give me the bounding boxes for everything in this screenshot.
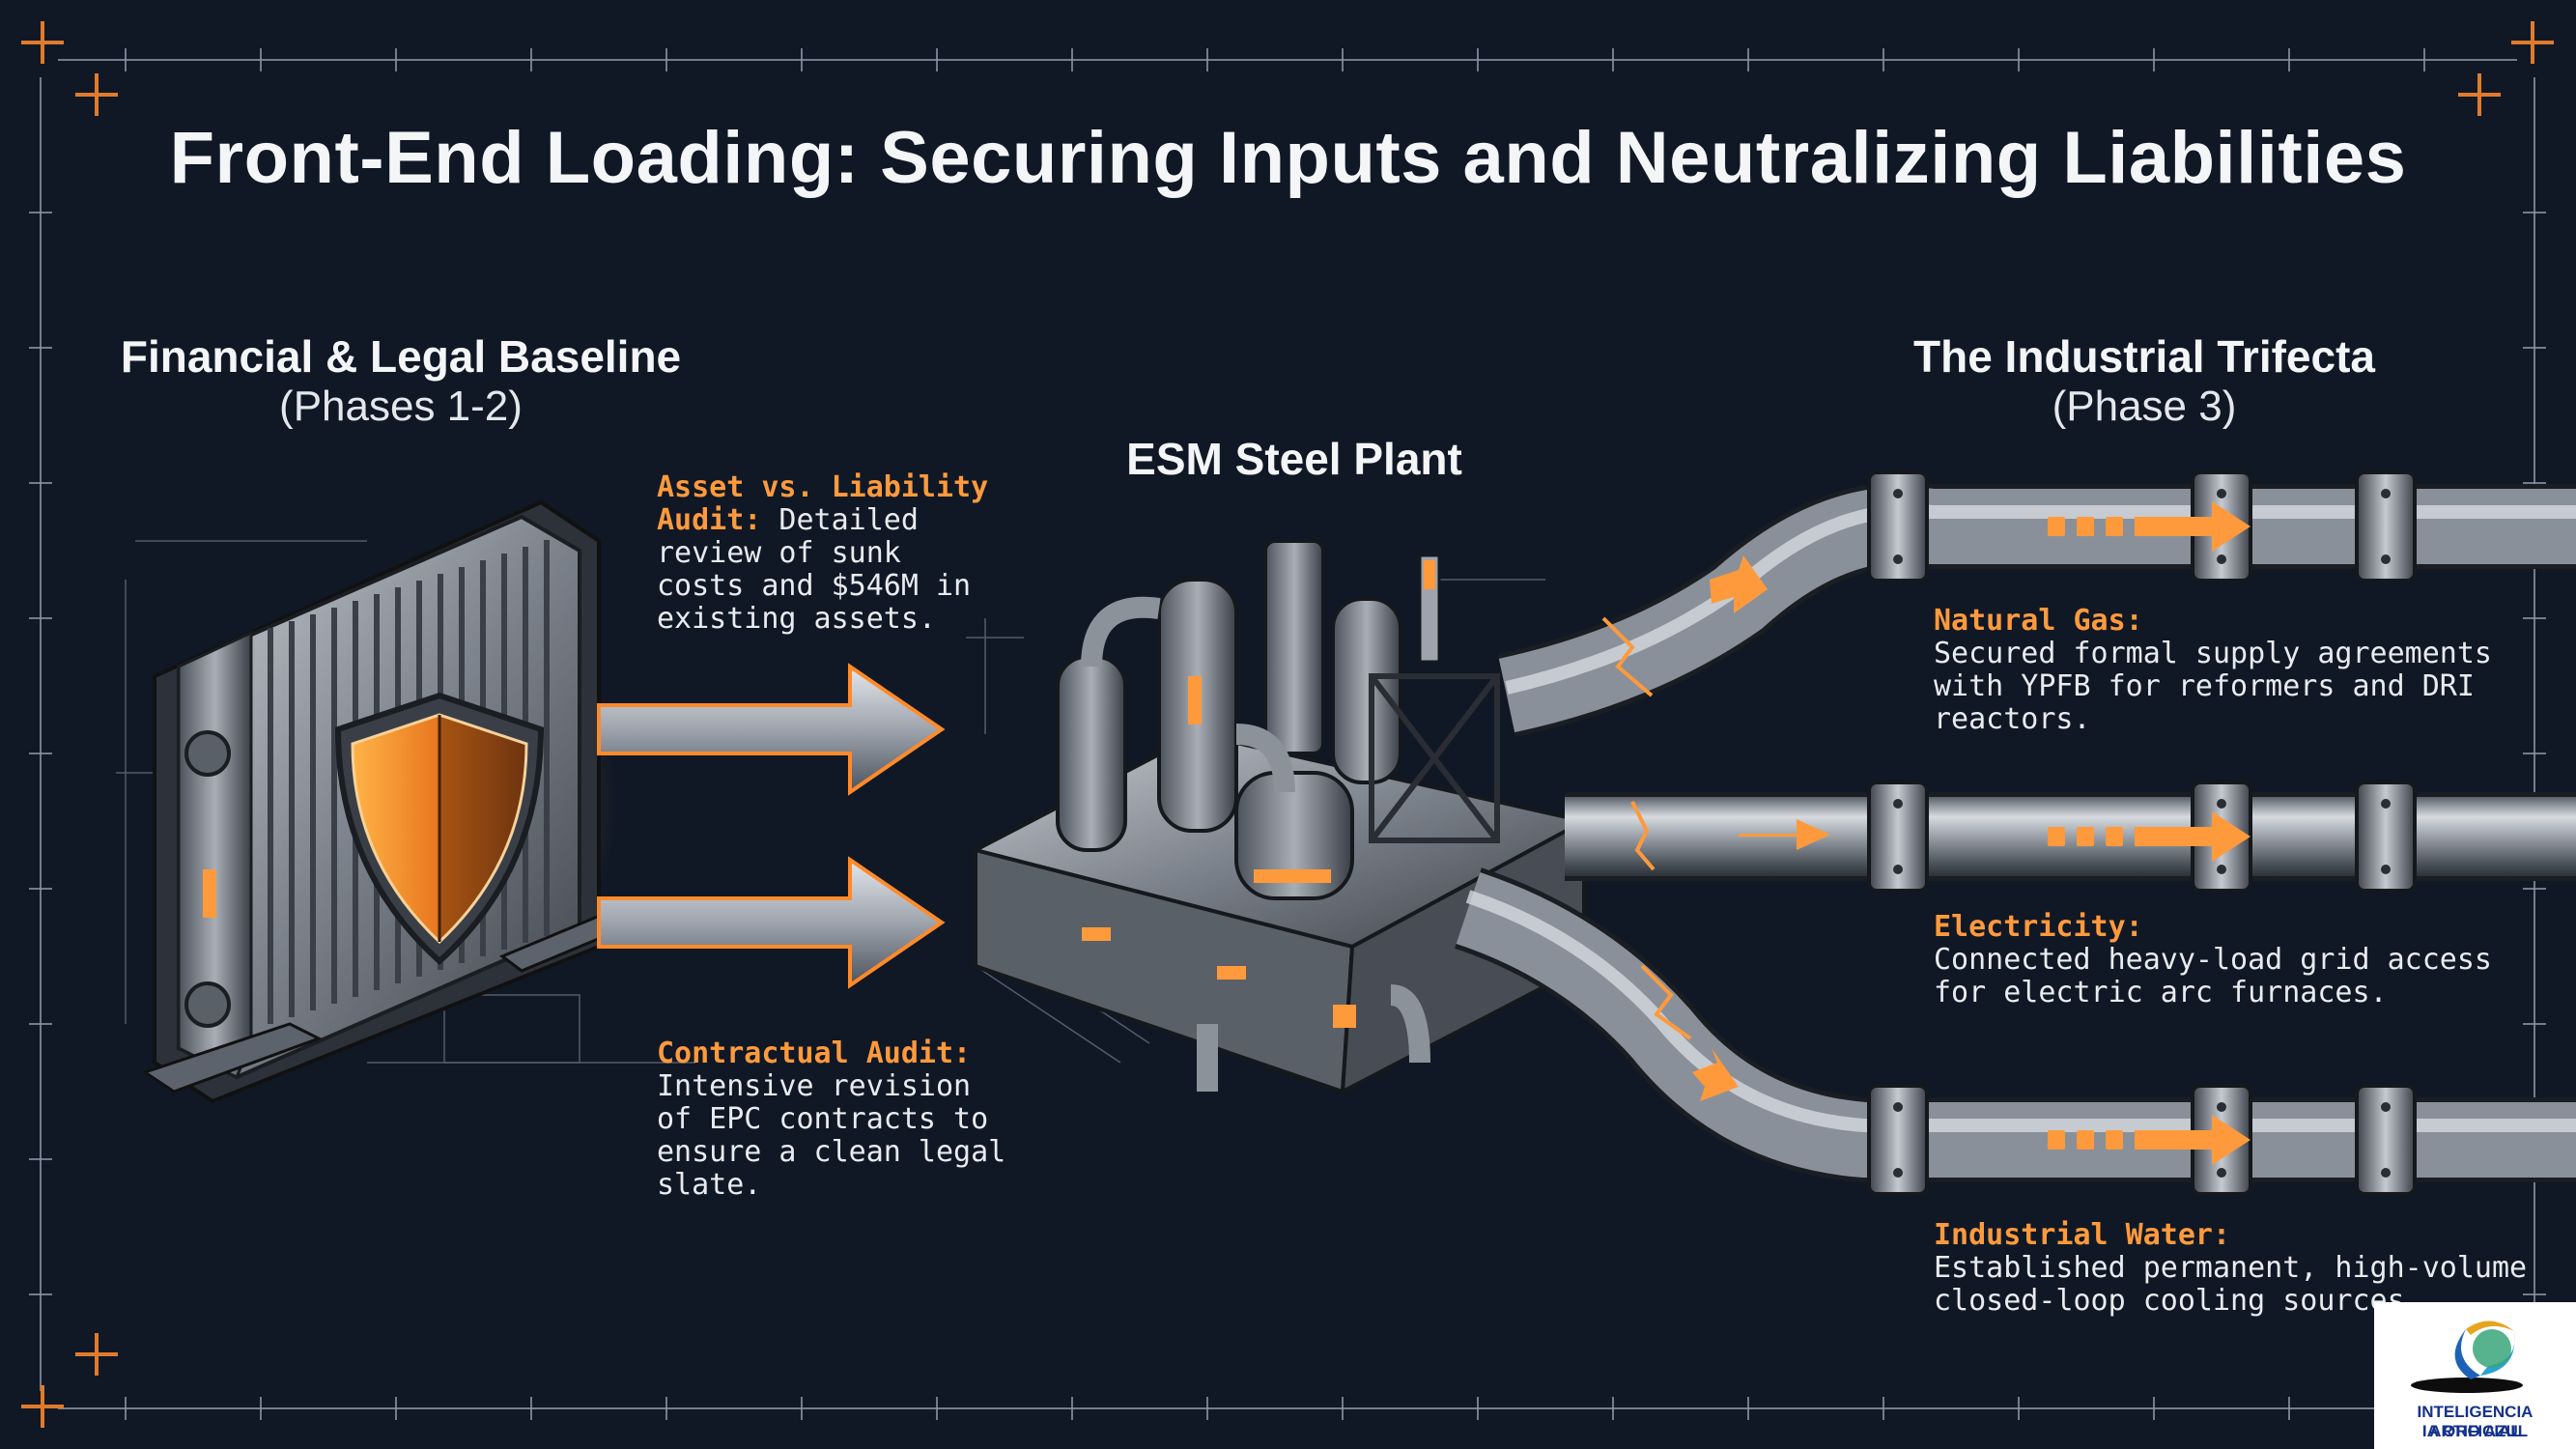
logo-line-1: INTELIGENCIA ARTIFICIAL	[2417, 1403, 2534, 1440]
callout-label: Contractual Audit:	[657, 1037, 972, 1070]
input-text: Secured formal supply agreements	[1934, 637, 2492, 670]
ia-oro-azul-logo: INTELIGENCIA ARTIFICIAL IA ORO AZUL	[2374, 1302, 2576, 1449]
input-label: Industrial Water:	[1934, 1218, 2231, 1252]
callout-text: slate.	[657, 1168, 762, 1202]
blueprint-sketch-lines	[116, 540, 1545, 1064]
logo-line-2: IA ORO AZUL	[2421, 1422, 2529, 1440]
pipes	[1454, 470, 2576, 1196]
industrial-water-note: Industrial Water: Established permanent,…	[1934, 1219, 2527, 1318]
corner-crosshair-icons	[21, 21, 2554, 1428]
ia-oro-azul-logo-icon	[2411, 1321, 2523, 1393]
steel-plant-icon	[970, 539, 1590, 1095]
input-text: for electric arc furnaces.	[1934, 976, 2388, 1009]
left-section-subheading: (Phases 1-2)	[279, 383, 523, 430]
contractual-audit-note: Contractual Audit: Intensive revision of…	[657, 1037, 1005, 1202]
input-label: Electricity:	[1934, 910, 2143, 944]
callout-text: of EPC contracts to	[657, 1102, 989, 1136]
callout-text: existing assets.	[657, 602, 936, 636]
input-text: with YPFB for reformers and DRI	[1934, 669, 2475, 703]
callout-label: Asset vs. Liability	[657, 470, 989, 504]
right-section-heading: The Industrial Trifecta	[1913, 331, 2375, 382]
input-text: Established permanent, high-volume	[1934, 1251, 2528, 1285]
frame-tick-marks	[29, 48, 2546, 1420]
right-section-subheading: (Phase 3)	[2052, 383, 2237, 430]
input-text: reactors.	[1934, 702, 2091, 736]
callout-text: ensure a clean legal	[657, 1135, 1006, 1169]
input-text: closed-loop cooling sources.	[1934, 1284, 2422, 1318]
left-section-heading: Financial & Legal Baseline	[120, 331, 682, 382]
input-label: Natural Gas:	[1934, 604, 2143, 638]
input-text: Connected heavy-load grid access	[1934, 943, 2492, 977]
asset-liability-audit-note: Asset vs. Liability Audit: Detailed revi…	[657, 471, 988, 636]
electricity-note: Electricity: Connected heavy-load grid a…	[1934, 911, 2492, 1009]
callout-label: Audit:	[657, 503, 762, 537]
shield-icon	[141, 499, 640, 1104]
left-flow-arrows	[597, 663, 946, 989]
natural-gas-note: Natural Gas: Secured formal supply agree…	[1934, 605, 2492, 736]
callout-text: costs and $546M in	[657, 569, 972, 603]
callout-text: Detailed	[761, 503, 919, 537]
callout-text: review of sunk	[657, 536, 901, 570]
center-plant-label: ESM Steel Plant	[1126, 434, 1462, 484]
page-title: Front-End Loading: Securing Inputs and N…	[169, 117, 2407, 199]
callout-text: Intensive revision	[657, 1069, 972, 1103]
